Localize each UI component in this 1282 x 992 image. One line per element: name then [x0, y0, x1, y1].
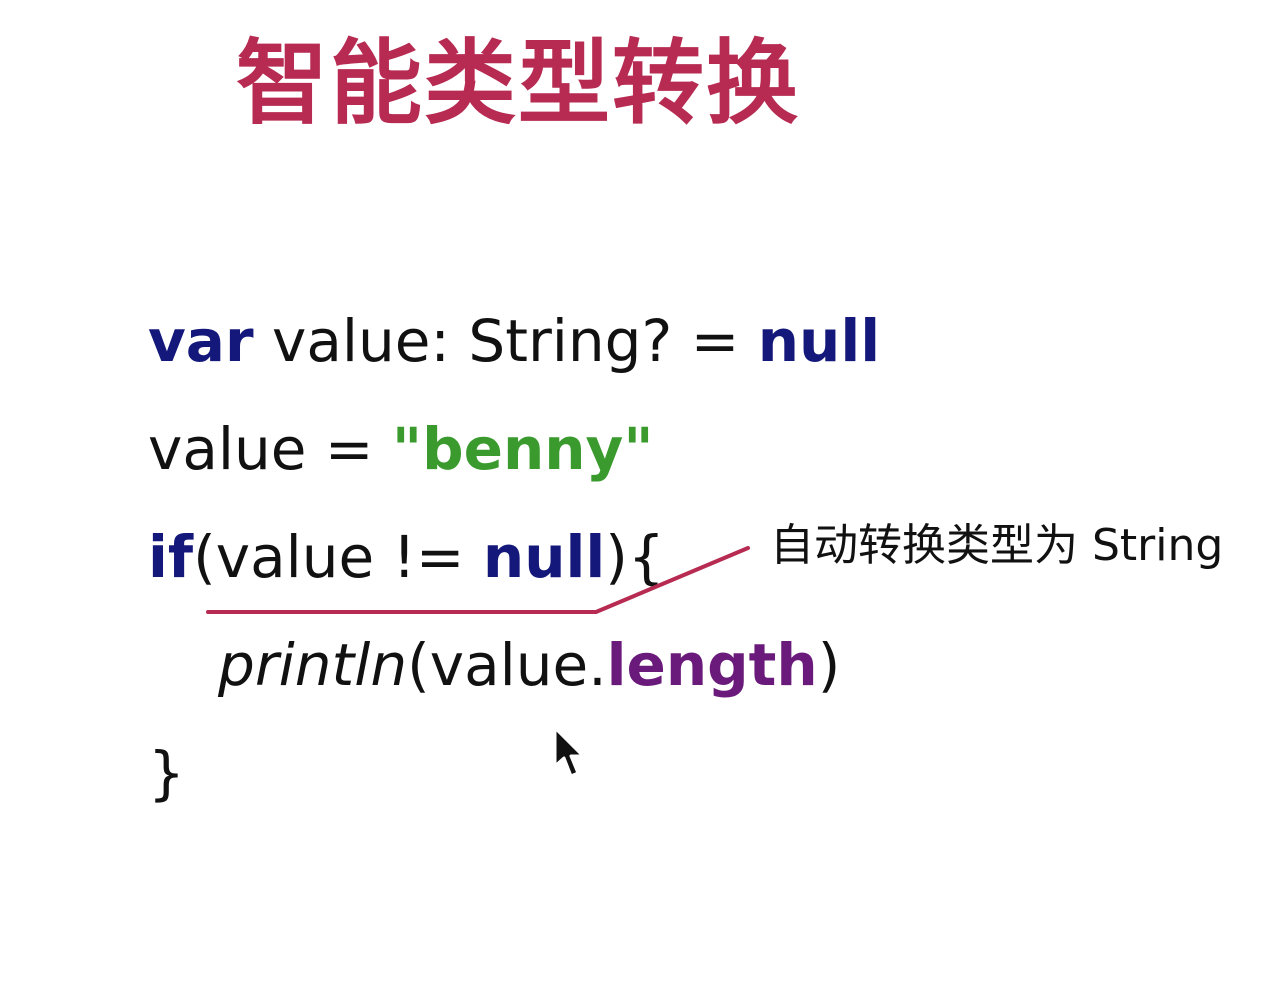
- code-text: ): [817, 631, 841, 699]
- function-name: println: [218, 631, 408, 699]
- closing-brace: }: [148, 739, 185, 807]
- code-line-4: println(value.length): [218, 636, 840, 694]
- keyword-null: null: [757, 307, 881, 375]
- code-line-2: value = "benny": [148, 420, 654, 478]
- keyword-if: if: [148, 523, 194, 591]
- mouse-pointer-icon: [553, 726, 585, 778]
- code-text: ){: [605, 523, 665, 591]
- code-line-1: var value: String? = null: [148, 312, 880, 370]
- code-line-3: if(value != null){: [148, 528, 665, 586]
- slide-title: 智能类型转换: [236, 30, 801, 137]
- code-line-5: }: [148, 744, 185, 802]
- keyword-var: var: [148, 307, 254, 375]
- annotation-label: 自动转换类型为 String: [770, 520, 1224, 571]
- code-text: (value !=: [193, 523, 483, 591]
- code-text: value =: [148, 415, 392, 483]
- keyword-null: null: [482, 523, 606, 591]
- property-length: length: [606, 631, 818, 699]
- code-text: (value.: [407, 631, 607, 699]
- code-text: value: String? =: [253, 307, 758, 375]
- string-literal: "benny": [391, 415, 654, 483]
